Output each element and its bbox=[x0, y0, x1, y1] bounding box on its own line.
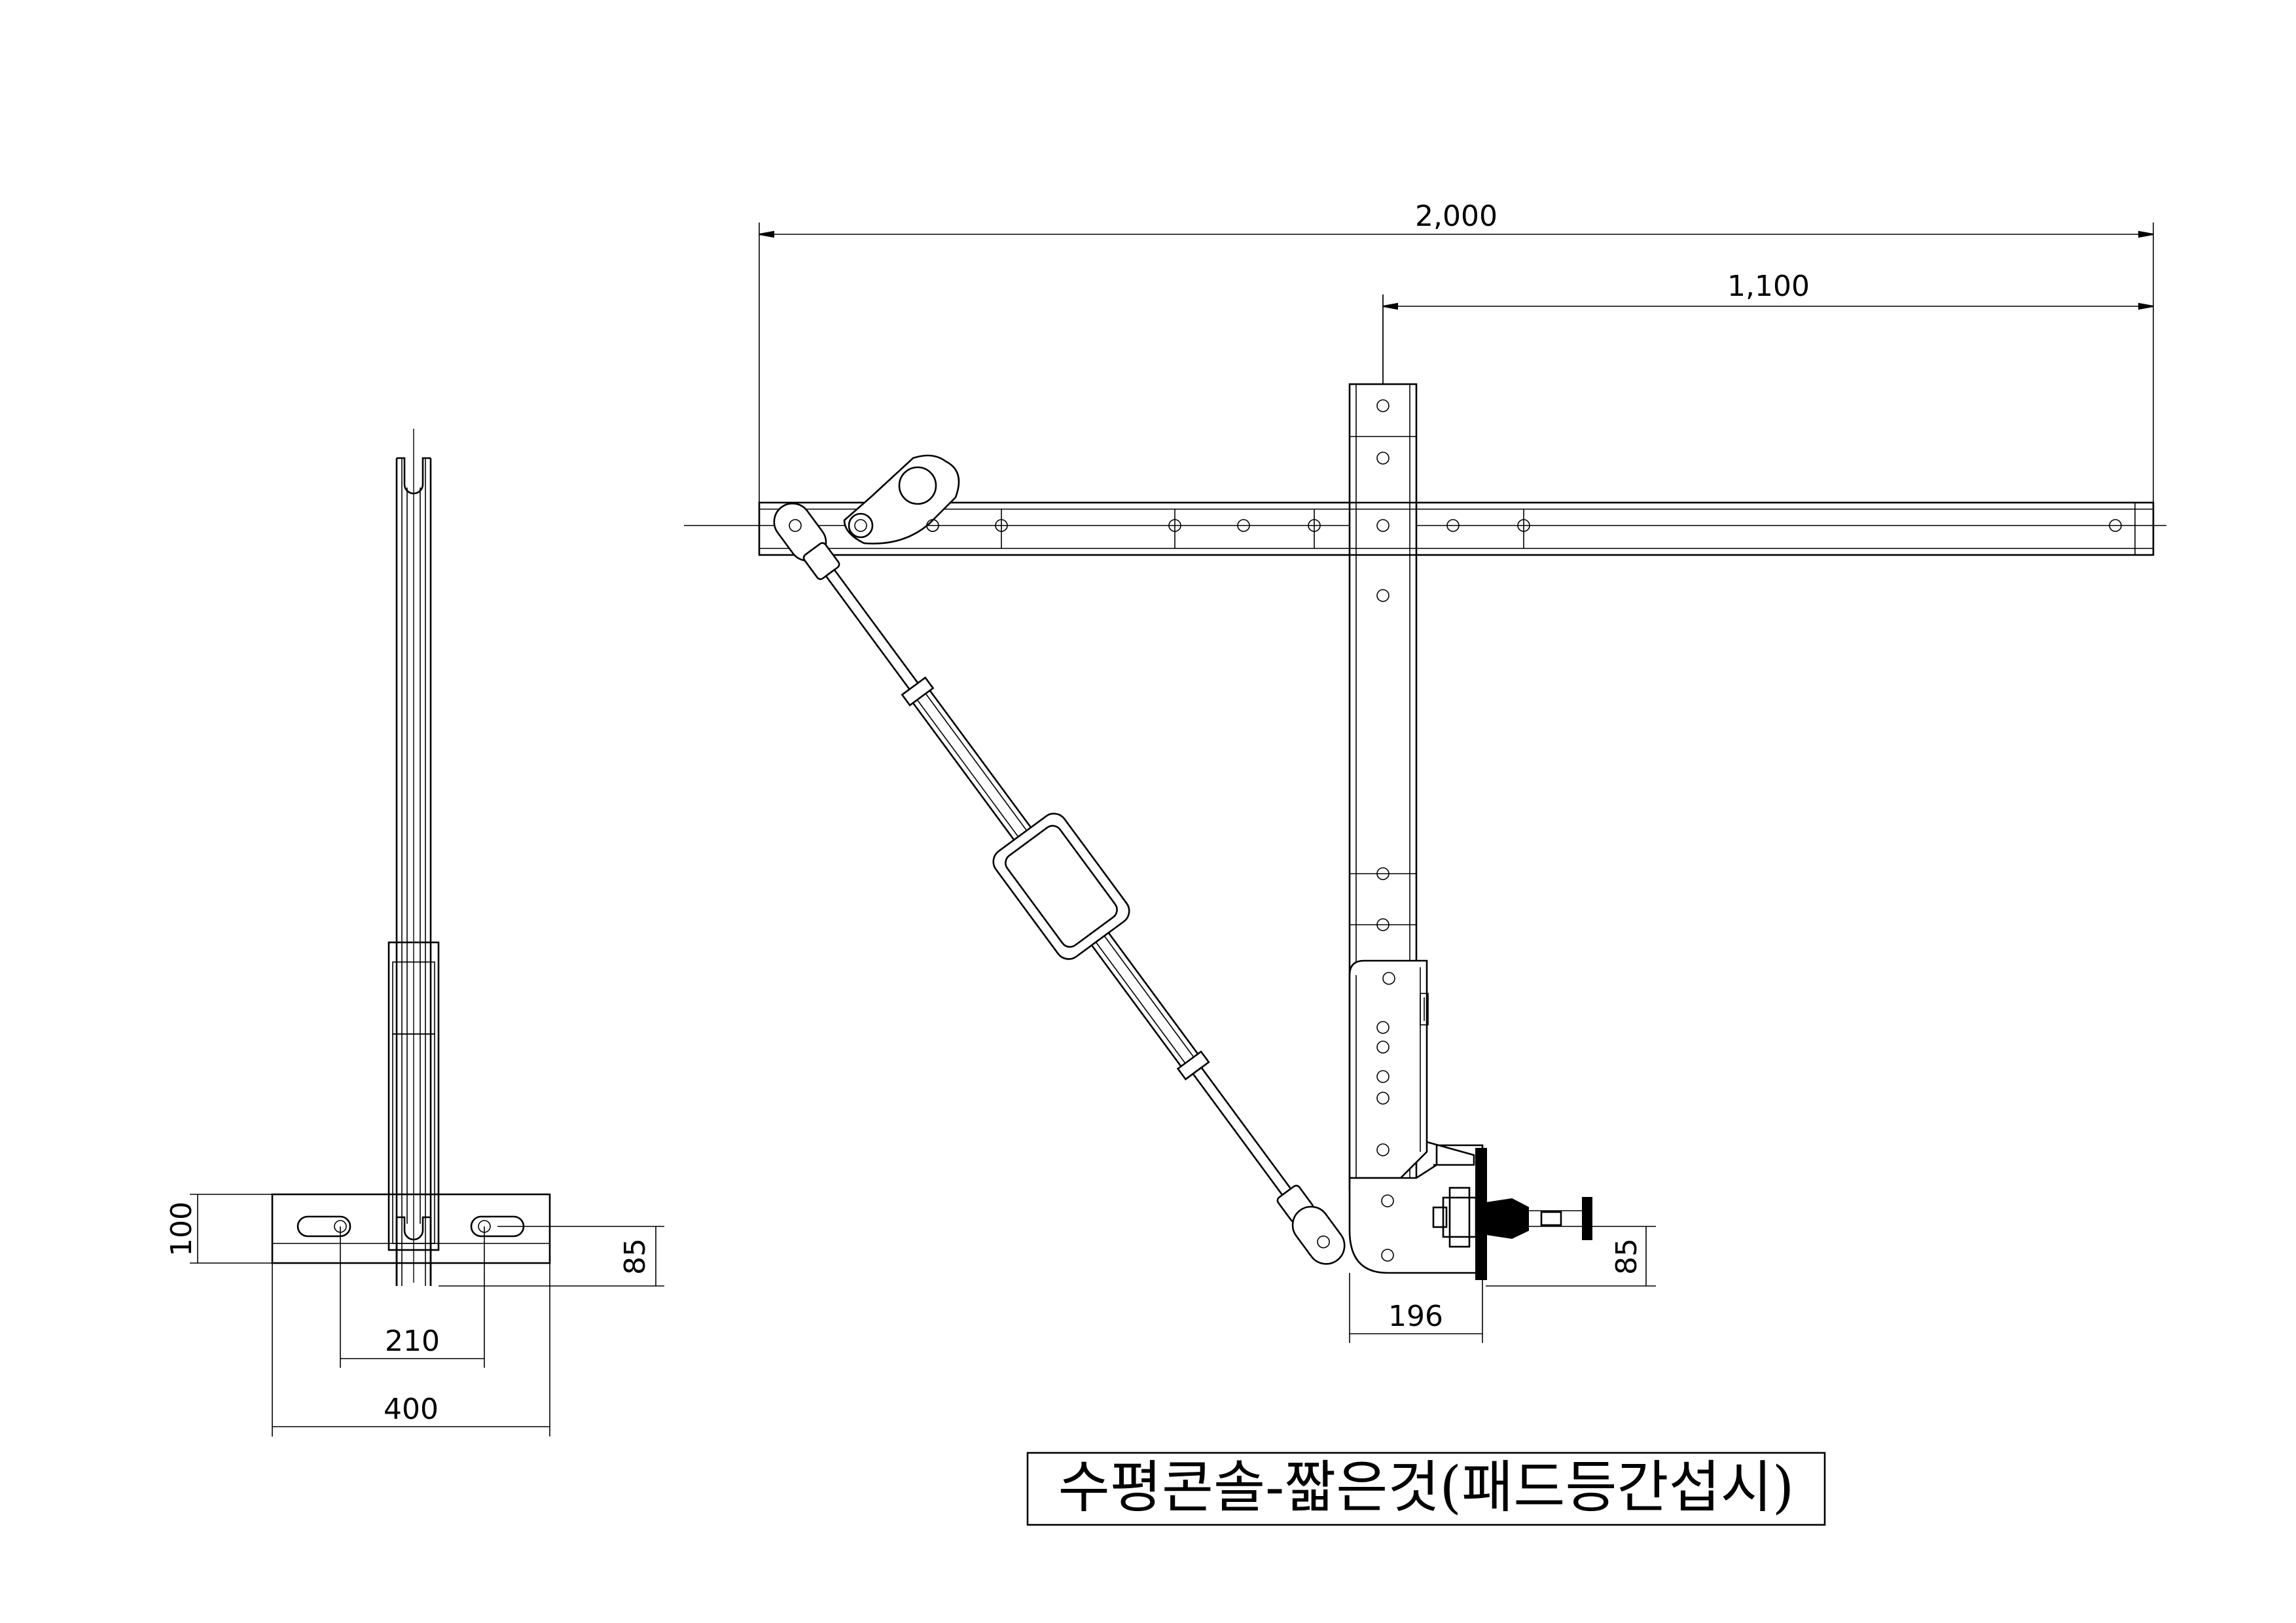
side-view-dimensions: 100 85 210 400 bbox=[165, 1194, 664, 1436]
dim-offset-length: 1,100 bbox=[1727, 270, 1810, 303]
drawing-title: 수평콘솔-짧은것(패드등간섭시) bbox=[1058, 1455, 1795, 1520]
front-view-dimensions: 2,000 1,100 196 85 bbox=[759, 200, 2154, 1343]
title-block: 수평콘솔-짧은것(패드등간섭시) bbox=[1026, 1452, 1826, 1526]
front-view bbox=[684, 294, 2166, 1280]
dim-overall-length: 2,000 bbox=[1415, 200, 1498, 233]
dim-bracket-offset: 85 bbox=[1610, 1238, 1643, 1275]
dim-bracket-width: 196 bbox=[1388, 1300, 1443, 1333]
dim-slot-spacing: 210 bbox=[385, 1325, 440, 1358]
dim-base-height: 100 bbox=[165, 1202, 198, 1257]
dim-base-width: 400 bbox=[384, 1393, 439, 1426]
diagonal-strut bbox=[773, 503, 1346, 1265]
dim-side-offset: 85 bbox=[619, 1238, 652, 1275]
side-view bbox=[271, 429, 551, 1286]
